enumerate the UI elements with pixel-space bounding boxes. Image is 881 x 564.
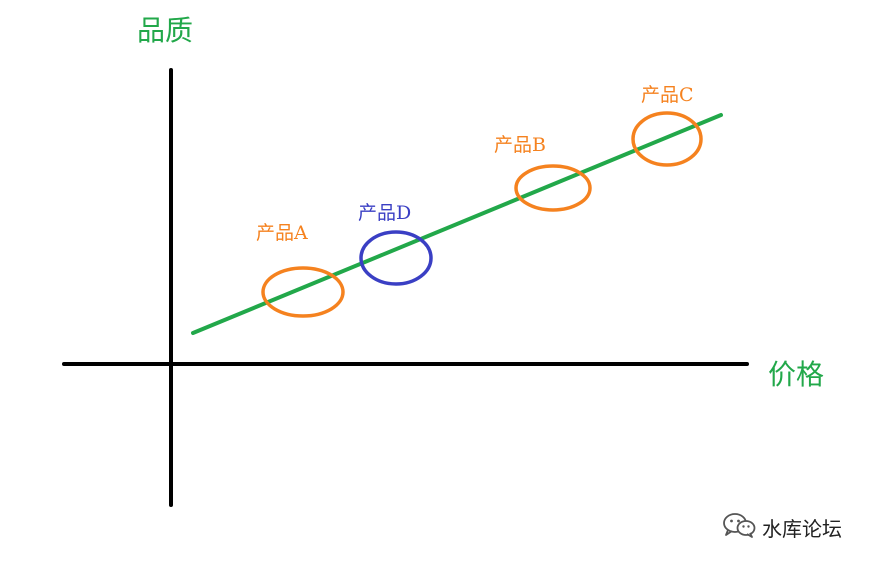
watermark-text: 水库论坛 bbox=[762, 516, 842, 541]
watermark: 水库论坛 bbox=[722, 512, 842, 542]
trend-line bbox=[191, 113, 723, 335]
x-axis-title: 价格 bbox=[768, 358, 824, 391]
product-c-circle bbox=[631, 111, 703, 167]
product-d-circle bbox=[359, 230, 433, 286]
product-b-circle bbox=[514, 164, 592, 212]
wechat-icon bbox=[722, 512, 756, 542]
product-b-label: 产品B bbox=[494, 134, 546, 156]
y-axis-title: 品质 bbox=[137, 14, 193, 47]
product-a-circle bbox=[261, 266, 345, 318]
product-a-label: 产品A bbox=[256, 222, 308, 244]
product-c-label: 产品C bbox=[641, 84, 694, 106]
product-d-label: 产品D bbox=[358, 202, 411, 224]
